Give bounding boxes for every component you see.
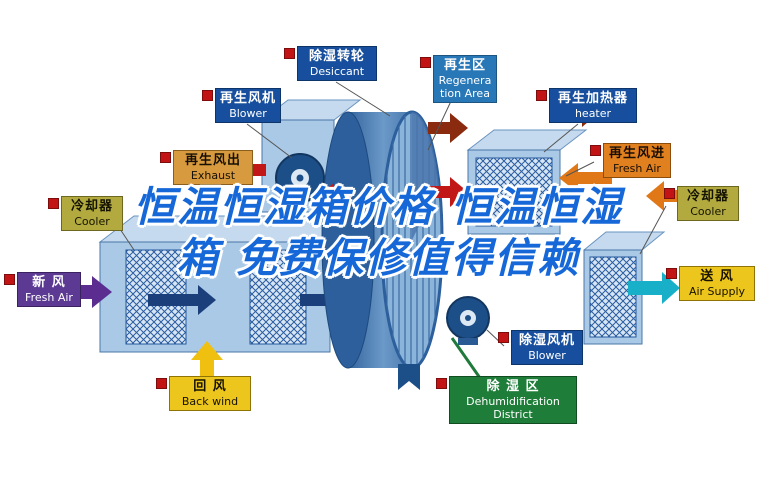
label-en: heater [574, 106, 612, 120]
regeneration-sector [412, 112, 439, 240]
label-en: Desiccant [309, 64, 365, 78]
label-regen-blower: 再生风机 Blower [202, 88, 281, 123]
label-cooler-left: 冷却器 Cooler [48, 196, 123, 231]
red-marker-icon [48, 198, 59, 209]
label-en: Exhaust [190, 168, 236, 182]
label-box: 回 风 Back wind [169, 376, 251, 411]
label-en: Regeneration Area [438, 73, 492, 100]
red-marker-icon [160, 152, 171, 163]
label-zh: 再生区 [443, 58, 486, 73]
label-zh: 送 风 [700, 269, 734, 284]
filter-coil [249, 249, 307, 345]
label-box: 再生风出 Exhaust [173, 150, 253, 185]
purple-fresh-air-arrow [62, 276, 112, 308]
label-fresh-air: 新 风 Fresh Air [4, 272, 81, 307]
green-leader-line [450, 337, 482, 379]
label-zh: 冷却器 [70, 199, 113, 214]
red-marker-icon [420, 57, 431, 68]
label-box: 冷却器 Cooler [61, 196, 123, 231]
label-box: 再生加热器 heater [549, 88, 637, 123]
red-marker-icon [666, 268, 677, 279]
label-exhaust: 再生风出 Exhaust [160, 150, 253, 185]
label-air-supply: 送 风 Air Supply [666, 266, 755, 301]
desiccant-rotor [321, 110, 444, 370]
label-box: 除 湿 区 Dehumidification District [449, 376, 577, 424]
label-regen-heater: 再生加热器 heater [536, 88, 637, 123]
label-zh: 新 风 [32, 275, 66, 290]
red-process-arrow [428, 177, 468, 207]
label-zh: 除湿风机 [518, 333, 575, 348]
label-regeneration-area: 再生区 Regeneration Area [420, 55, 497, 103]
maroon-hot-air-arrow [428, 113, 468, 143]
leader-lines [109, 81, 667, 347]
red-regen-out-arrow [315, 183, 352, 213]
label-box: 再生风机 Blower [215, 88, 281, 123]
label-cooler-right: 冷却器 Cooler [664, 186, 739, 221]
red-marker-icon [590, 145, 601, 156]
watermark-line-1: 恒温恒湿箱价格 恒温恒湿 [133, 183, 624, 231]
navy-flow-arrow [148, 285, 216, 315]
cooler-right-assembly [582, 231, 666, 345]
label-box: 再生区 Regeneration Area [433, 55, 497, 103]
ribbon-icon [398, 364, 420, 390]
watermark-line-2: 箱 免费保修值得信赖 [176, 234, 581, 283]
yellow-back-wind-arrow [191, 341, 223, 380]
red-marker-icon [202, 90, 213, 101]
watermark-text: 恒温恒湿箱价格 恒温恒湿 箱 免费保修值得信赖 [0, 182, 757, 285]
label-box: 除湿风机 Blower [511, 330, 583, 365]
red-marker-icon [498, 332, 509, 343]
regen-heater-assembly [466, 129, 588, 235]
label-en: Dehumidification District [466, 394, 560, 421]
red-marker-icon [536, 90, 547, 101]
label-dehumid-district: 除 湿 区 Dehumidification District [436, 376, 577, 424]
label-en: Fresh Air [25, 290, 73, 304]
cyan-air-supply-arrow [628, 272, 680, 304]
red-marker-icon [156, 378, 167, 389]
label-en: Back wind [181, 394, 239, 408]
label-en: Air Supply [688, 284, 746, 298]
label-desiccant-wheel: 除湿转轮 Desiccant [284, 46, 377, 81]
label-box: 送 风 Air Supply [679, 266, 755, 301]
cooler-right-coil [589, 256, 637, 338]
label-dehumid-blower: 除湿风机 Blower [498, 330, 583, 365]
label-box: 新 风 Fresh Air [17, 272, 81, 307]
label-zh: 再生风出 [184, 153, 241, 168]
label-box: 除湿转轮 Desiccant [297, 46, 377, 81]
dehumid-blower-assembly [446, 296, 490, 345]
heater-coil [475, 157, 553, 227]
red-marker-icon [4, 274, 15, 285]
label-zh: 除湿转轮 [308, 49, 365, 64]
label-en: Blower [229, 106, 267, 120]
label-en: Cooler [74, 214, 110, 228]
orange-regen-air-arrow [559, 163, 612, 193]
label-zh: 再生风进 [608, 146, 665, 161]
red-marker-icon [284, 48, 295, 59]
label-en: Blower [528, 348, 566, 362]
label-box: 冷却器 Cooler [677, 186, 739, 221]
label-en: Cooler [690, 204, 726, 218]
label-box: 再生风进 Fresh Air [603, 143, 671, 178]
label-back-wind: 回 风 Back wind [156, 376, 251, 411]
label-zh: 再生风机 [219, 91, 276, 106]
label-zh: 回 风 [193, 379, 227, 394]
label-regen-fresh-air: 再生风进 Fresh Air [590, 143, 671, 178]
label-zh: 冷却器 [686, 189, 729, 204]
red-marker-icon [664, 188, 675, 199]
label-en: Fresh Air [613, 161, 661, 175]
label-zh: 除 湿 区 [486, 379, 540, 394]
red-marker-icon [436, 378, 447, 389]
label-zh: 再生加热器 [557, 91, 628, 106]
